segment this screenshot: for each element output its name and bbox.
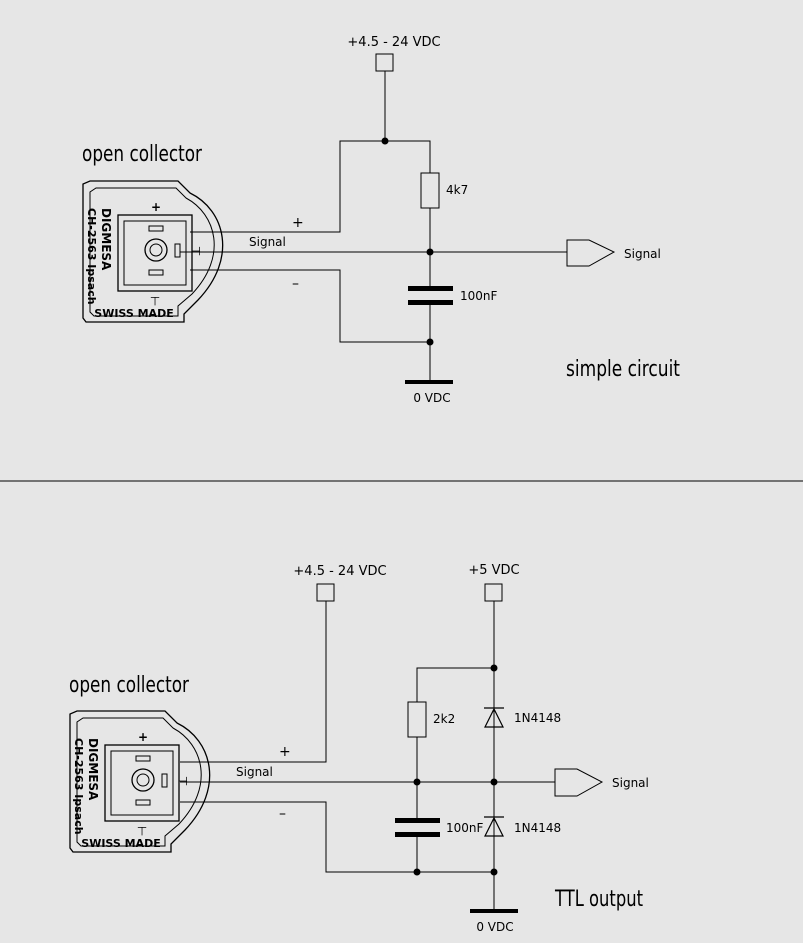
top-sensor-pin-top	[148, 225, 164, 232]
bottom-sensor-pin-center	[136, 773, 150, 787]
top-resistor-4k7	[420, 172, 440, 209]
top-sensor-pin-center	[149, 243, 163, 257]
bottom-sensor-made-in: SWISS MADE	[81, 837, 160, 850]
bottom-output-arrow	[554, 768, 604, 797]
bottom-sensor-pin-circle	[131, 768, 155, 792]
bottom-signal-node-right	[490, 778, 498, 786]
top-capacitor-plate-lower	[408, 300, 453, 305]
top-sensor-socket-inner	[123, 220, 187, 286]
bottom-sensor-brand: DIGMESA	[86, 738, 100, 801]
bottom-supply-wire	[180, 601, 327, 763]
top-supply-terminal	[375, 53, 394, 72]
bottom-supply5-label: +5 VDC	[468, 563, 519, 578]
bottom-signal-wire-label: Signal	[236, 765, 273, 779]
bottom-sensor-ground-symbol-right: ⊥	[176, 776, 190, 786]
bottom-resistor-top-wire	[416, 667, 494, 702]
top-ground-node	[426, 338, 434, 346]
bottom-signal-node-left	[413, 778, 421, 786]
top-ground-bar	[405, 380, 453, 384]
bottom-caption: TTL output	[554, 887, 643, 912]
bottom-diode-bottom-label: 1N4148	[514, 821, 561, 835]
top-sensor-pin-right	[174, 243, 181, 258]
top-sensor-brand: DIGMESA	[99, 208, 113, 271]
top-plus-rail	[190, 140, 431, 233]
bottom-sensor-pin-bottom	[135, 799, 151, 806]
top-supply-label: +4.5 - 24 VDC	[347, 35, 440, 50]
bottom-sensor: + ⊥ ⊥ DIGMESA CH-2563 Ipsach SWISS MADE	[69, 710, 211, 853]
bottom-ground-label: 0 VDC	[476, 920, 513, 934]
bottom-supply5-terminal	[484, 583, 503, 602]
bottom-supply-terminal	[316, 583, 335, 602]
bottom-capacitor-label: 100nF	[446, 821, 484, 835]
bottom-sensor-plus: +	[138, 730, 148, 744]
bottom-sensor-outline	[69, 710, 211, 853]
top-sensor-inner-outline	[89, 187, 215, 317]
bottom-output-label: Signal	[612, 776, 649, 790]
top-sensor-outline	[82, 180, 224, 323]
bottom-sensor-address: CH-2563 Ipsach	[72, 738, 85, 835]
bottom-minus-label: –	[279, 806, 286, 822]
top-sensor-socket	[117, 214, 193, 292]
top-caption: simple circuit	[566, 357, 680, 382]
bottom-diode-top	[484, 707, 504, 728]
top-sensor-ground-symbol: ⊥	[150, 294, 160, 308]
top-sensor-address: CH-2563 Ipsach	[85, 208, 98, 305]
top-capacitor-label: 100nF	[460, 289, 498, 303]
top-circuit: +4.5 - 24 VDC 4k7 Signal Signal 100nF 0 …	[82, 35, 680, 405]
top-resistor-label: 4k7	[446, 183, 468, 197]
bottom-circuit: +4.5 - 24 VDC +5 VDC 2k2 1N4148 1N4148 S…	[69, 563, 649, 934]
bottom-sensor-socket	[104, 744, 180, 822]
bottom-sensor-socket-inner	[110, 750, 174, 816]
top-sensor-ground-symbol-right: ⊥	[189, 246, 203, 256]
bottom-ground-node-left	[413, 868, 421, 876]
bottom-resistor-label: 2k2	[433, 712, 455, 726]
top-sensor-pin-bottom	[148, 269, 164, 276]
top-sensor-plus: +	[151, 200, 161, 214]
bottom-capacitor-plate-upper	[395, 818, 440, 823]
top-minus-rail	[190, 269, 430, 343]
top-plus-label: +	[292, 215, 304, 231]
bottom-diode-bottom	[484, 816, 504, 837]
top-ground-label: 0 VDC	[413, 391, 450, 405]
top-signal-wire-label: Signal	[249, 235, 286, 249]
top-signal-node	[426, 248, 434, 256]
bottom-sensor-inner-outline	[76, 717, 202, 847]
bottom-diode-top-label: 1N4148	[514, 711, 561, 725]
top-sensor-made-in: SWISS MADE	[94, 307, 173, 320]
bottom-ground-bar	[470, 909, 518, 913]
top-output-label: Signal	[624, 247, 661, 261]
top-sensor-pin-circle	[144, 238, 168, 262]
bottom-resistor-2k2	[407, 701, 427, 738]
top-sensor: + ⊥ ⊥ DIGMESA CH-2563 Ipsach SWISS MADE	[82, 180, 224, 323]
top-output-arrow	[566, 239, 616, 267]
bottom-heading: open collector	[69, 673, 190, 698]
top-minus-label: –	[292, 276, 299, 292]
bottom-minus-rail	[180, 801, 494, 873]
bottom-sensor-pin-right	[161, 773, 168, 788]
bottom-plus-label: +	[279, 744, 291, 760]
bottom-capacitor-plate-lower	[395, 832, 440, 837]
bottom-supply-label: +4.5 - 24 VDC	[293, 564, 386, 579]
bottom-sensor-pin-top	[135, 755, 151, 762]
top-heading: open collector	[82, 142, 203, 167]
top-capacitor-plate-upper	[408, 286, 453, 291]
bottom-sensor-ground-symbol: ⊥	[137, 824, 147, 838]
